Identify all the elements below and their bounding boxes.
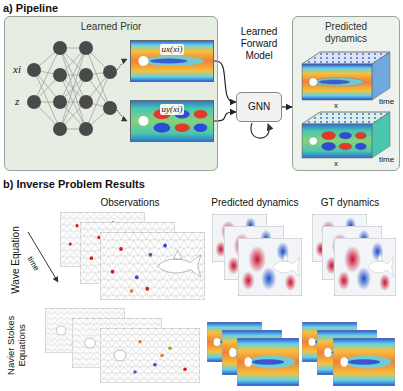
cube-plot [372,52,390,100]
field-image: ux(xi) [130,40,214,82]
cube-plot [302,52,390,100]
neural-network [34,48,110,129]
wave-predicted [238,238,302,296]
text-label: x [334,101,338,111]
ns-predicted [237,338,299,386]
cube-plot [302,64,372,100]
neural-network [27,95,41,109]
text-label: xi [13,63,21,76]
text-label: GT dynamics [300,197,400,209]
field-label: ux(xi) [160,44,185,55]
ns-ground-truth [302,322,395,386]
ns-observations [100,328,200,383]
module-box: ux(xi) uy(xi) Learned Prior [4,16,218,171]
field-plot [130,100,214,142]
cube-plot [302,124,372,158]
neural-network [27,63,41,77]
cube-plot [302,124,372,158]
field-plot [130,40,214,82]
text-label: Wave Equation [10,220,22,300]
box-label: Learned Prior [9,21,213,33]
ns-ground-truth [333,338,395,386]
neural-network [79,122,93,136]
neural-network [53,122,67,136]
neural-network [53,41,67,55]
wave-ground-truth [312,214,396,296]
recurrence-loop [251,123,269,138]
text-label: time [23,251,44,277]
box-label: Predicted dynamics [315,21,377,45]
neural-network [79,95,93,109]
neural-network [103,101,117,115]
ns-observations [45,308,200,383]
ns-predicted [207,322,299,386]
neural-network [103,65,117,79]
cube-plot [372,112,390,158]
neural-network [27,41,117,136]
text-label: Predicted dynamics [205,197,305,209]
neural-network [79,68,93,82]
neural-network [117,59,127,70]
neural-network [53,68,67,82]
text-label: time [379,155,394,165]
wave-predicted [212,214,302,296]
output-fill [292,16,400,171]
wave-ground-truth [334,238,396,296]
text-label: b) Inverse Problem Results [3,178,145,191]
connector-arrow [282,106,292,107]
text-label: Observations [80,197,180,209]
text-label: Navier Stokes Equations [5,308,28,382]
field-label: uy(xi) [160,104,185,115]
text-label: Learned Forward Model [228,26,290,62]
cube-plot [302,112,390,158]
neural-network [53,95,67,109]
wave-observations [60,212,205,300]
cube-plot [302,64,372,100]
module-fill [4,16,218,171]
output-box: Predicted dynamics [292,16,400,171]
gnn-box: GNN [236,92,282,122]
text-label: z [15,95,19,108]
neural-network [27,41,127,136]
neural-network [117,110,127,121]
text-label: x [334,159,338,169]
text-label: a) Pipeline [3,2,58,15]
text-label: time [379,97,394,107]
wave-observations [100,232,205,300]
field-image: uy(xi) [130,100,214,142]
box-label: GNN [248,101,270,113]
neural-network [79,41,93,55]
